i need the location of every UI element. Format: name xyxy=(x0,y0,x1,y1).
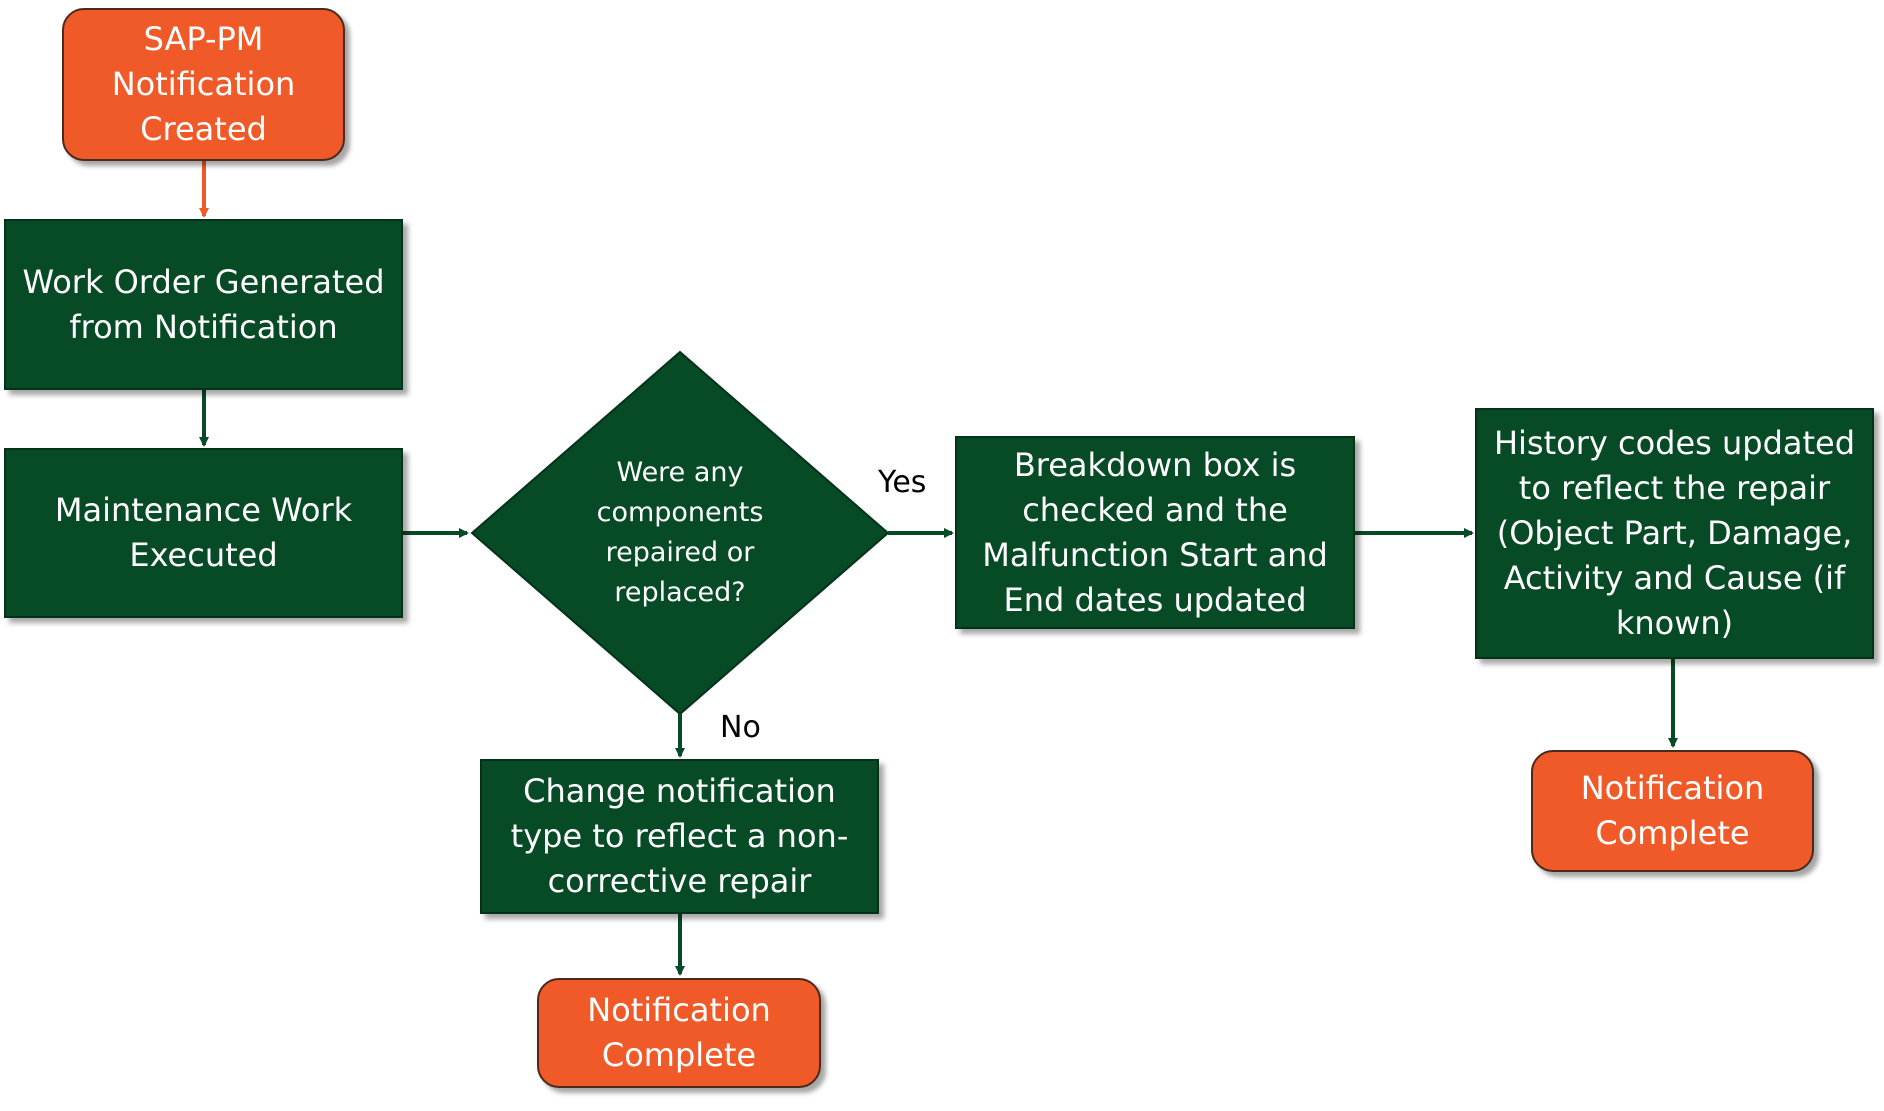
edge-label-yes: Yes xyxy=(878,465,927,500)
breakdown-box-step: Breakdown box is checked and the Malfunc… xyxy=(955,436,1355,629)
maintenance-work-executed: Maintenance Work Executed xyxy=(4,448,403,618)
work-order-generated: Work Order Generated from Notification xyxy=(4,219,403,390)
notification-complete-left: Notification Complete xyxy=(537,978,821,1088)
start-notification-created: SAP-PM Notification Created xyxy=(62,8,345,161)
decision-question: Were any components repaired or replaced… xyxy=(596,457,764,608)
history-codes-step: History codes updated to reflect the rep… xyxy=(1475,408,1874,659)
notification-complete-right: Notification Complete xyxy=(1531,750,1814,872)
edge-label-no: No xyxy=(720,710,761,745)
change-notification-type-step: Change notification type to reflect a no… xyxy=(480,759,879,914)
